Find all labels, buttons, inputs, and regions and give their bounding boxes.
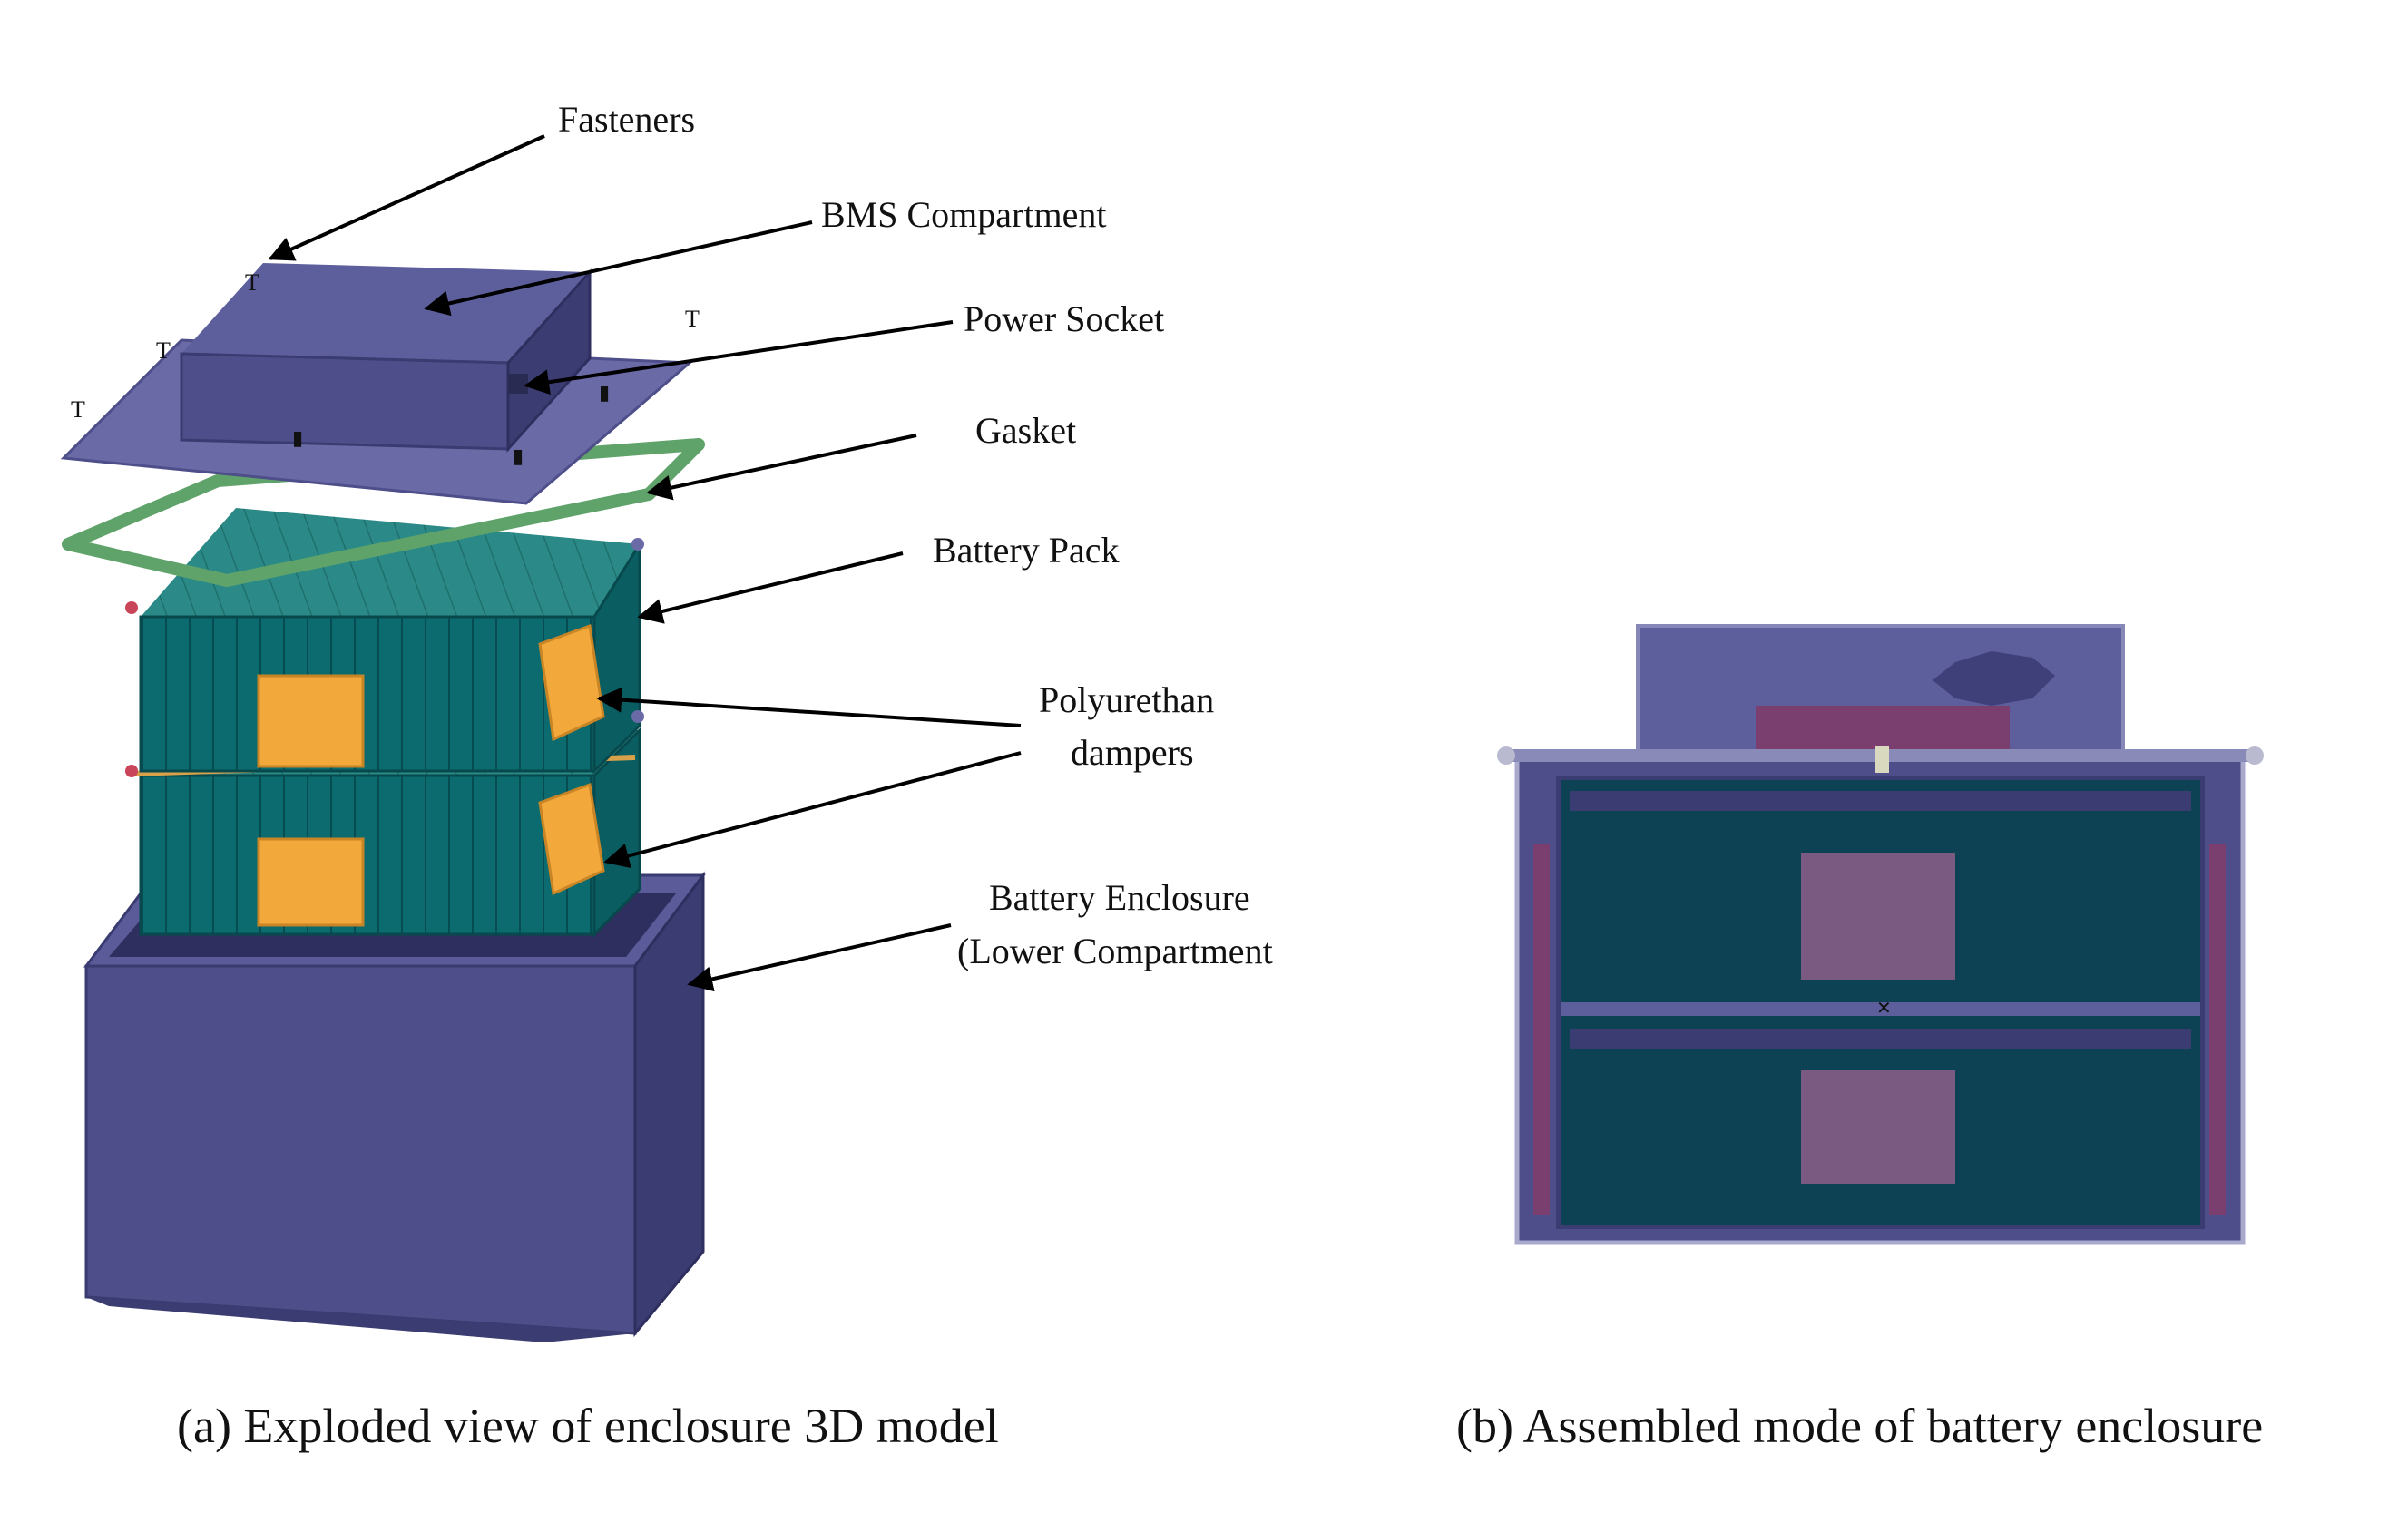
polyurethane-damper-side-icon <box>538 782 605 896</box>
caption-panel-b: (b) Assembled mode of battery enclosure <box>1456 1399 2263 1453</box>
label-gasket: Gasket <box>975 410 1076 451</box>
svg-text:✕: ✕ <box>1876 999 1892 1019</box>
polyurethane-damper-side-icon <box>538 623 605 742</box>
assembled-damper-upper <box>1801 853 1955 980</box>
bms-compartment <box>180 352 510 451</box>
label-power-socket: Power Socket <box>964 298 1164 339</box>
exploded-view-panel: T T T T ▮ ▮ ▮ Fasteners BMS Compartment … <box>60 99 1273 1453</box>
label-dampers-line1: Polyurethan <box>1039 679 1214 720</box>
label-battery-pack: Battery Pack <box>933 530 1120 571</box>
battery-enclosure-lower-compartment <box>83 871 706 1342</box>
label-enclosure-line1: Battery Enclosure <box>989 877 1250 918</box>
label-fasteners: Fasteners <box>558 99 695 140</box>
assembled-view-panel: ✕ (b) Assembled mode of battery enclosur… <box>1456 624 2264 1453</box>
caption-panel-a: (a) Exploded view of enclosure 3D model <box>177 1399 999 1453</box>
label-enclosure-line2: (Lower Compartment <box>957 931 1273 971</box>
polyurethane-damper-icon <box>257 837 365 927</box>
fastener-icon: T <box>245 269 259 296</box>
assembled-power-socket-icon <box>1933 651 2055 706</box>
component-labels: Fasteners BMS Compartment Power Socket G… <box>558 99 1273 971</box>
fastener-icon: ▮ <box>292 426 303 449</box>
label-dampers-line2: dampers <box>1071 732 1194 773</box>
label-bms-compartment: BMS Compartment <box>821 194 1106 235</box>
polyurethane-damper-icon <box>257 674 365 768</box>
gasket <box>62 438 705 587</box>
fastener-icon: ▮ <box>513 444 524 467</box>
assembled-damper-lower <box>1801 1070 1955 1184</box>
fastener-icon: T <box>71 396 85 423</box>
fastener-icon: T <box>685 306 700 332</box>
bms-top-plate <box>60 263 693 505</box>
assembled-fastener-icon <box>1875 746 1889 773</box>
leader-lines <box>268 134 1022 992</box>
fastener-icon: T <box>156 337 171 364</box>
power-socket-icon <box>508 374 528 394</box>
fasteners: T T T T ▮ ▮ ▮ <box>71 269 700 467</box>
fastener-icon: ▮ <box>599 381 610 404</box>
battery-pack-upper-module <box>125 508 644 777</box>
